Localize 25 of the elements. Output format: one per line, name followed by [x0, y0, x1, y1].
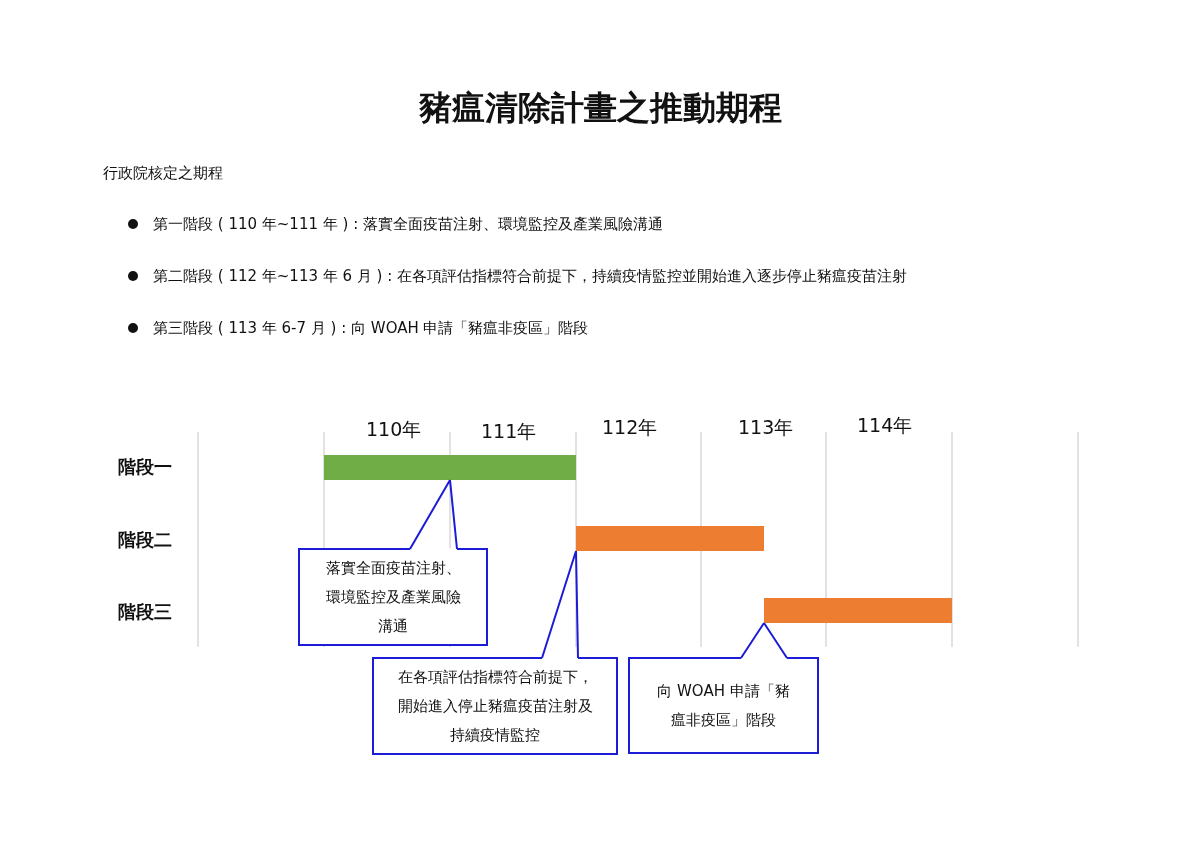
title: 豬瘟清除計畫之推動期程: [417, 87, 783, 129]
stage-label: 階段二: [118, 529, 172, 551]
stage-label: 階段一: [118, 456, 172, 478]
year-label: 112年: [602, 415, 658, 439]
callout-box: [628, 657, 819, 754]
bullet-text: 第二階段 ( 112 年~113 年 6 月 ) : 在各項評估指標符合前提下，持續疫情監控並開始進入逐步停止豬瘟疫苗注射: [153, 266, 908, 286]
callout-text: 落實全面疫苗注射、環境監控及產業風險溝通: [324, 557, 462, 637]
year-label: 110年: [366, 417, 422, 441]
gantt-bar: [764, 598, 952, 623]
gantt-bar: [324, 455, 576, 480]
bullet-text: 第一階段 ( 110 年~111 年 ) : 落實全面疫苗注射、環境監控及產業風險溝通: [153, 214, 663, 234]
callout-pointer: [409, 479, 458, 550]
year-label: 113年: [738, 415, 794, 439]
callout-text: 向 WOAH 申請「豬瘟非疫區」階段: [656, 680, 791, 731]
year-label: 114年: [857, 413, 913, 437]
callout-pointer: [541, 550, 579, 659]
gantt-bar: [576, 526, 764, 551]
year-label: 111年: [481, 419, 537, 443]
subheading: 行政院核定之期程: [103, 163, 223, 183]
stage-label: 階段三: [118, 601, 172, 623]
callout-box: [372, 657, 618, 755]
callout-box: [298, 548, 488, 646]
callout-pointer: [740, 622, 788, 659]
callout-text: 在各項評估指標符合前提下，開始進入停止豬瘟疫苗注射及持續疫情監控: [396, 666, 594, 746]
bullet-text: 第三階段 ( 113 年 6-7 月 ) : 向 WOAH 申請「豬瘟非疫區」階段: [153, 318, 589, 338]
